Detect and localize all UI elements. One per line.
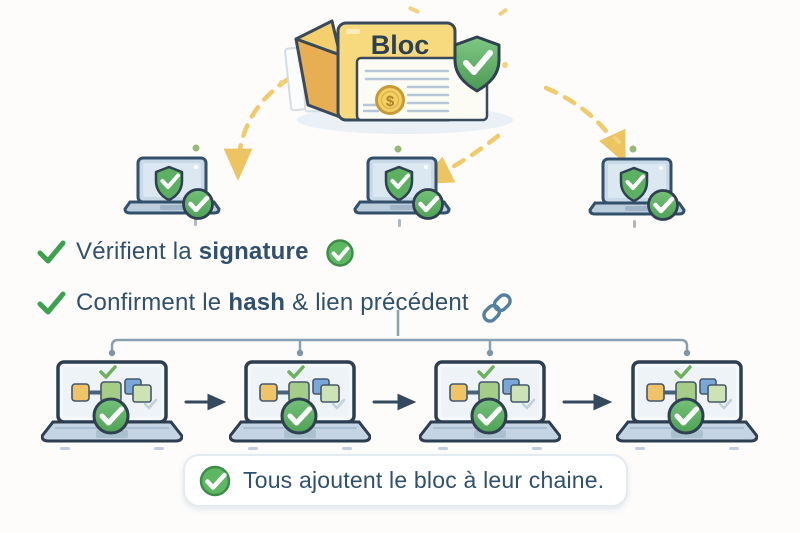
landing-dots	[192, 144, 637, 153]
check-badge-icon	[182, 188, 214, 220]
chain-node-laptop-1	[41, 360, 183, 443]
verification-line-hash: Confirment le hash & lien précédent	[36, 279, 516, 327]
check-badge-icon	[667, 397, 705, 435]
verification-keyword: signature	[198, 238, 309, 265]
confetti-dot	[502, 62, 508, 68]
laptop-feet-marks	[60, 447, 739, 450]
laptop-trackpad	[625, 206, 649, 211]
broadcast-arrow-right	[543, 85, 626, 165]
tree-bar	[110, 338, 689, 352]
verify-node-laptop-1	[123, 156, 221, 220]
check-badge-icon	[412, 188, 444, 220]
chain-link-icon	[482, 293, 512, 323]
chain-node-laptop-4	[616, 360, 758, 443]
folder-gleam	[346, 29, 360, 34]
chain-node-laptop-3	[419, 360, 561, 443]
check-badge-icon	[92, 397, 130, 435]
chain-node-laptop-2	[229, 360, 371, 443]
faint-check-icon	[521, 398, 536, 410]
coin-symbol: $	[386, 93, 395, 110]
check-icon	[37, 291, 66, 315]
screen-sparkle	[424, 165, 428, 169]
small-check-icon	[477, 365, 495, 379]
blockchain-blocks-icon	[646, 378, 727, 403]
faint-check-icon	[143, 398, 158, 410]
check-badge-icon	[199, 465, 231, 496]
confetti-dot	[279, 80, 284, 85]
small-check-icon	[287, 365, 305, 379]
shield-check-icon	[619, 166, 649, 203]
verification-text: Confirment le	[76, 289, 222, 316]
laptop-trackpad	[390, 205, 414, 210]
check-badge-icon	[470, 397, 508, 435]
block-package-illustration: Bloc $	[284, 19, 513, 134]
blockchain-blocks-icon	[449, 378, 530, 403]
verify-node-laptop-2	[353, 156, 451, 220]
verification-keyword: hash	[228, 289, 286, 316]
verification-line-signature: Vérifient la signature	[36, 236, 355, 268]
check-badge-icon	[647, 189, 679, 221]
verify-node-laptop-3	[588, 157, 686, 221]
block-shield-check-icon	[453, 35, 501, 93]
check-badge-icon	[325, 239, 354, 267]
coin-icon: $	[375, 85, 405, 115]
shield-check-icon	[154, 165, 184, 202]
footer-message-box: Tous ajoutent le bloc à leur chaine.	[183, 454, 628, 507]
verification-text-post: & lien précédent	[292, 289, 469, 316]
faint-check-icon	[718, 398, 733, 410]
blockchain-blocks-icon	[71, 378, 152, 403]
small-check-icon	[674, 365, 692, 379]
tree-dots	[108, 349, 691, 357]
laptop-stand-marks	[194, 218, 636, 228]
verification-text: Vérifient la	[76, 238, 192, 265]
shield-check-icon	[384, 165, 414, 202]
block-label: Bloc	[371, 30, 430, 60]
check-badge-icon	[280, 397, 318, 435]
faint-check-icon	[331, 398, 346, 410]
small-check-icon	[99, 365, 117, 379]
screen-sparkle	[659, 166, 663, 170]
screen-sparkle	[194, 165, 198, 169]
footer-message: Tous ajoutent le bloc à leur chaine.	[243, 467, 605, 493]
laptop-trackpad	[160, 205, 184, 210]
check-icon	[37, 240, 66, 264]
